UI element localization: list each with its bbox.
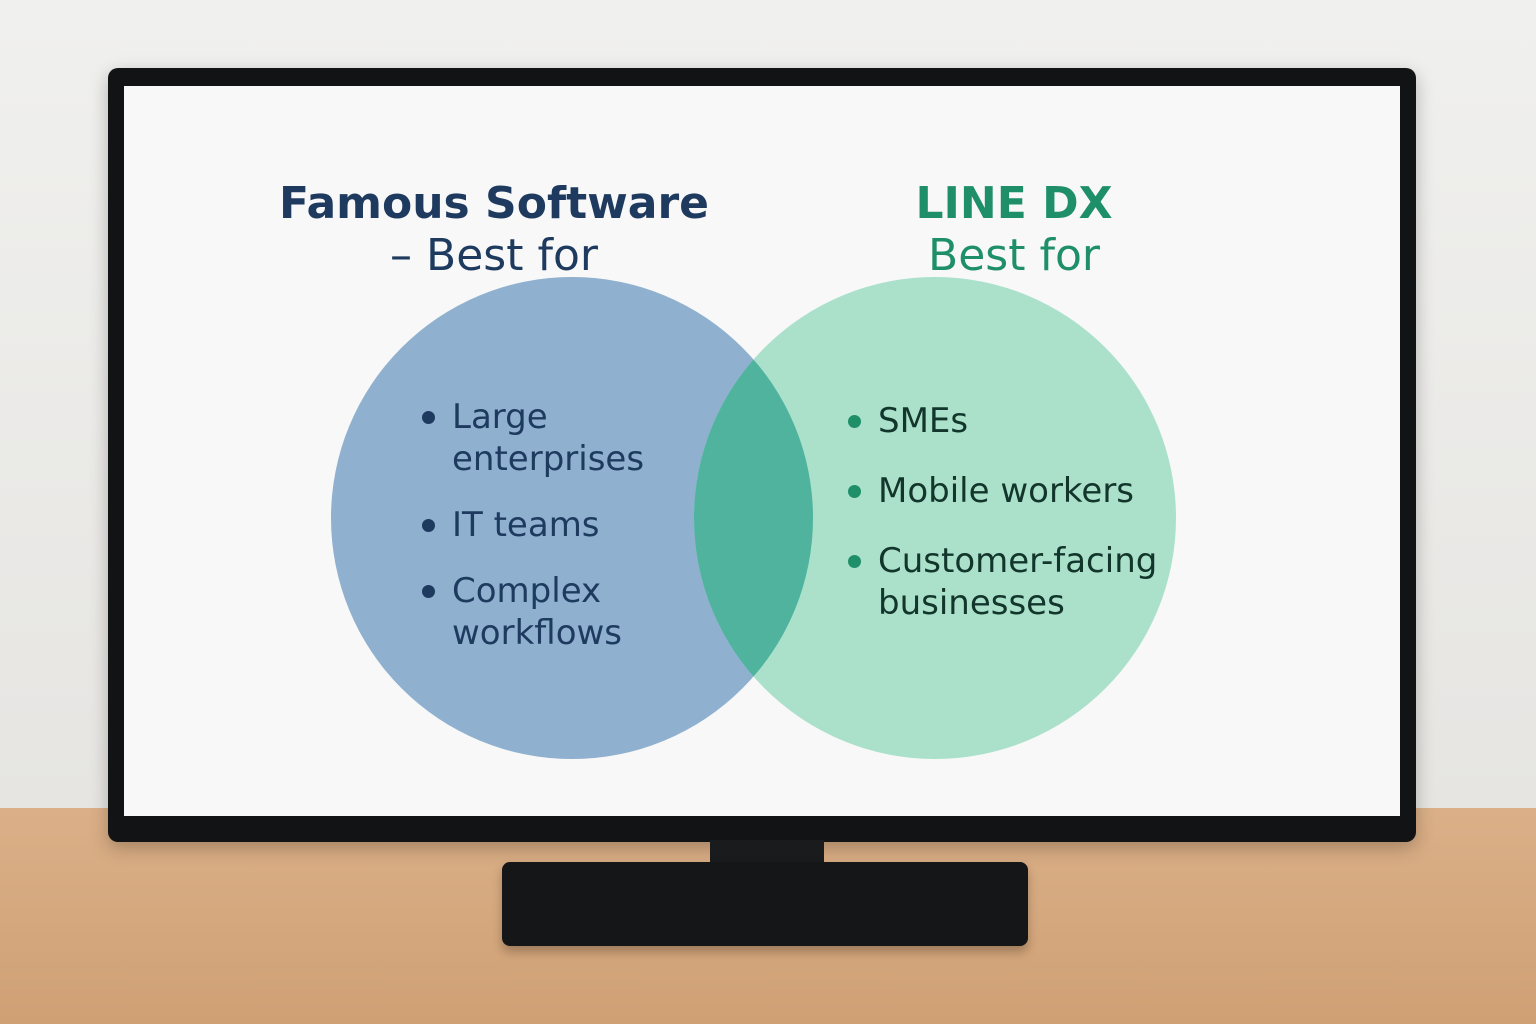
right-set-title: LINE DX bbox=[915, 178, 1113, 229]
right-set-item: Mobile workers bbox=[846, 470, 1226, 512]
left-set-subtitle: – Best for bbox=[390, 230, 598, 281]
right-set-item: Customer-facing businesses bbox=[846, 540, 1226, 624]
right-set-list: SMEs Mobile workers Customer-facing busi… bbox=[846, 400, 1226, 652]
monitor-stand-base bbox=[502, 862, 1028, 946]
left-set-item: Complex workflows bbox=[420, 570, 680, 654]
right-set-heading: LINE DX Best for bbox=[884, 178, 1144, 282]
right-set-item: SMEs bbox=[846, 400, 1226, 442]
left-set-item: IT teams bbox=[420, 504, 680, 546]
left-set-item: Large enterprises bbox=[420, 396, 680, 480]
monitor-bezel: Famous Software – Best for LINE DX Best … bbox=[108, 68, 1416, 842]
left-set-title: Famous Software bbox=[278, 178, 710, 229]
monitor-screen: Famous Software – Best for LINE DX Best … bbox=[124, 86, 1400, 816]
left-set-heading: Famous Software – Best for bbox=[264, 178, 724, 282]
left-set-list: Large enterprises IT teams Complex workf… bbox=[420, 396, 680, 678]
right-set-subtitle: Best for bbox=[928, 230, 1100, 281]
right-set-circle bbox=[694, 277, 1176, 759]
venn-diagram bbox=[331, 277, 1176, 759]
left-set-circle bbox=[331, 277, 813, 759]
